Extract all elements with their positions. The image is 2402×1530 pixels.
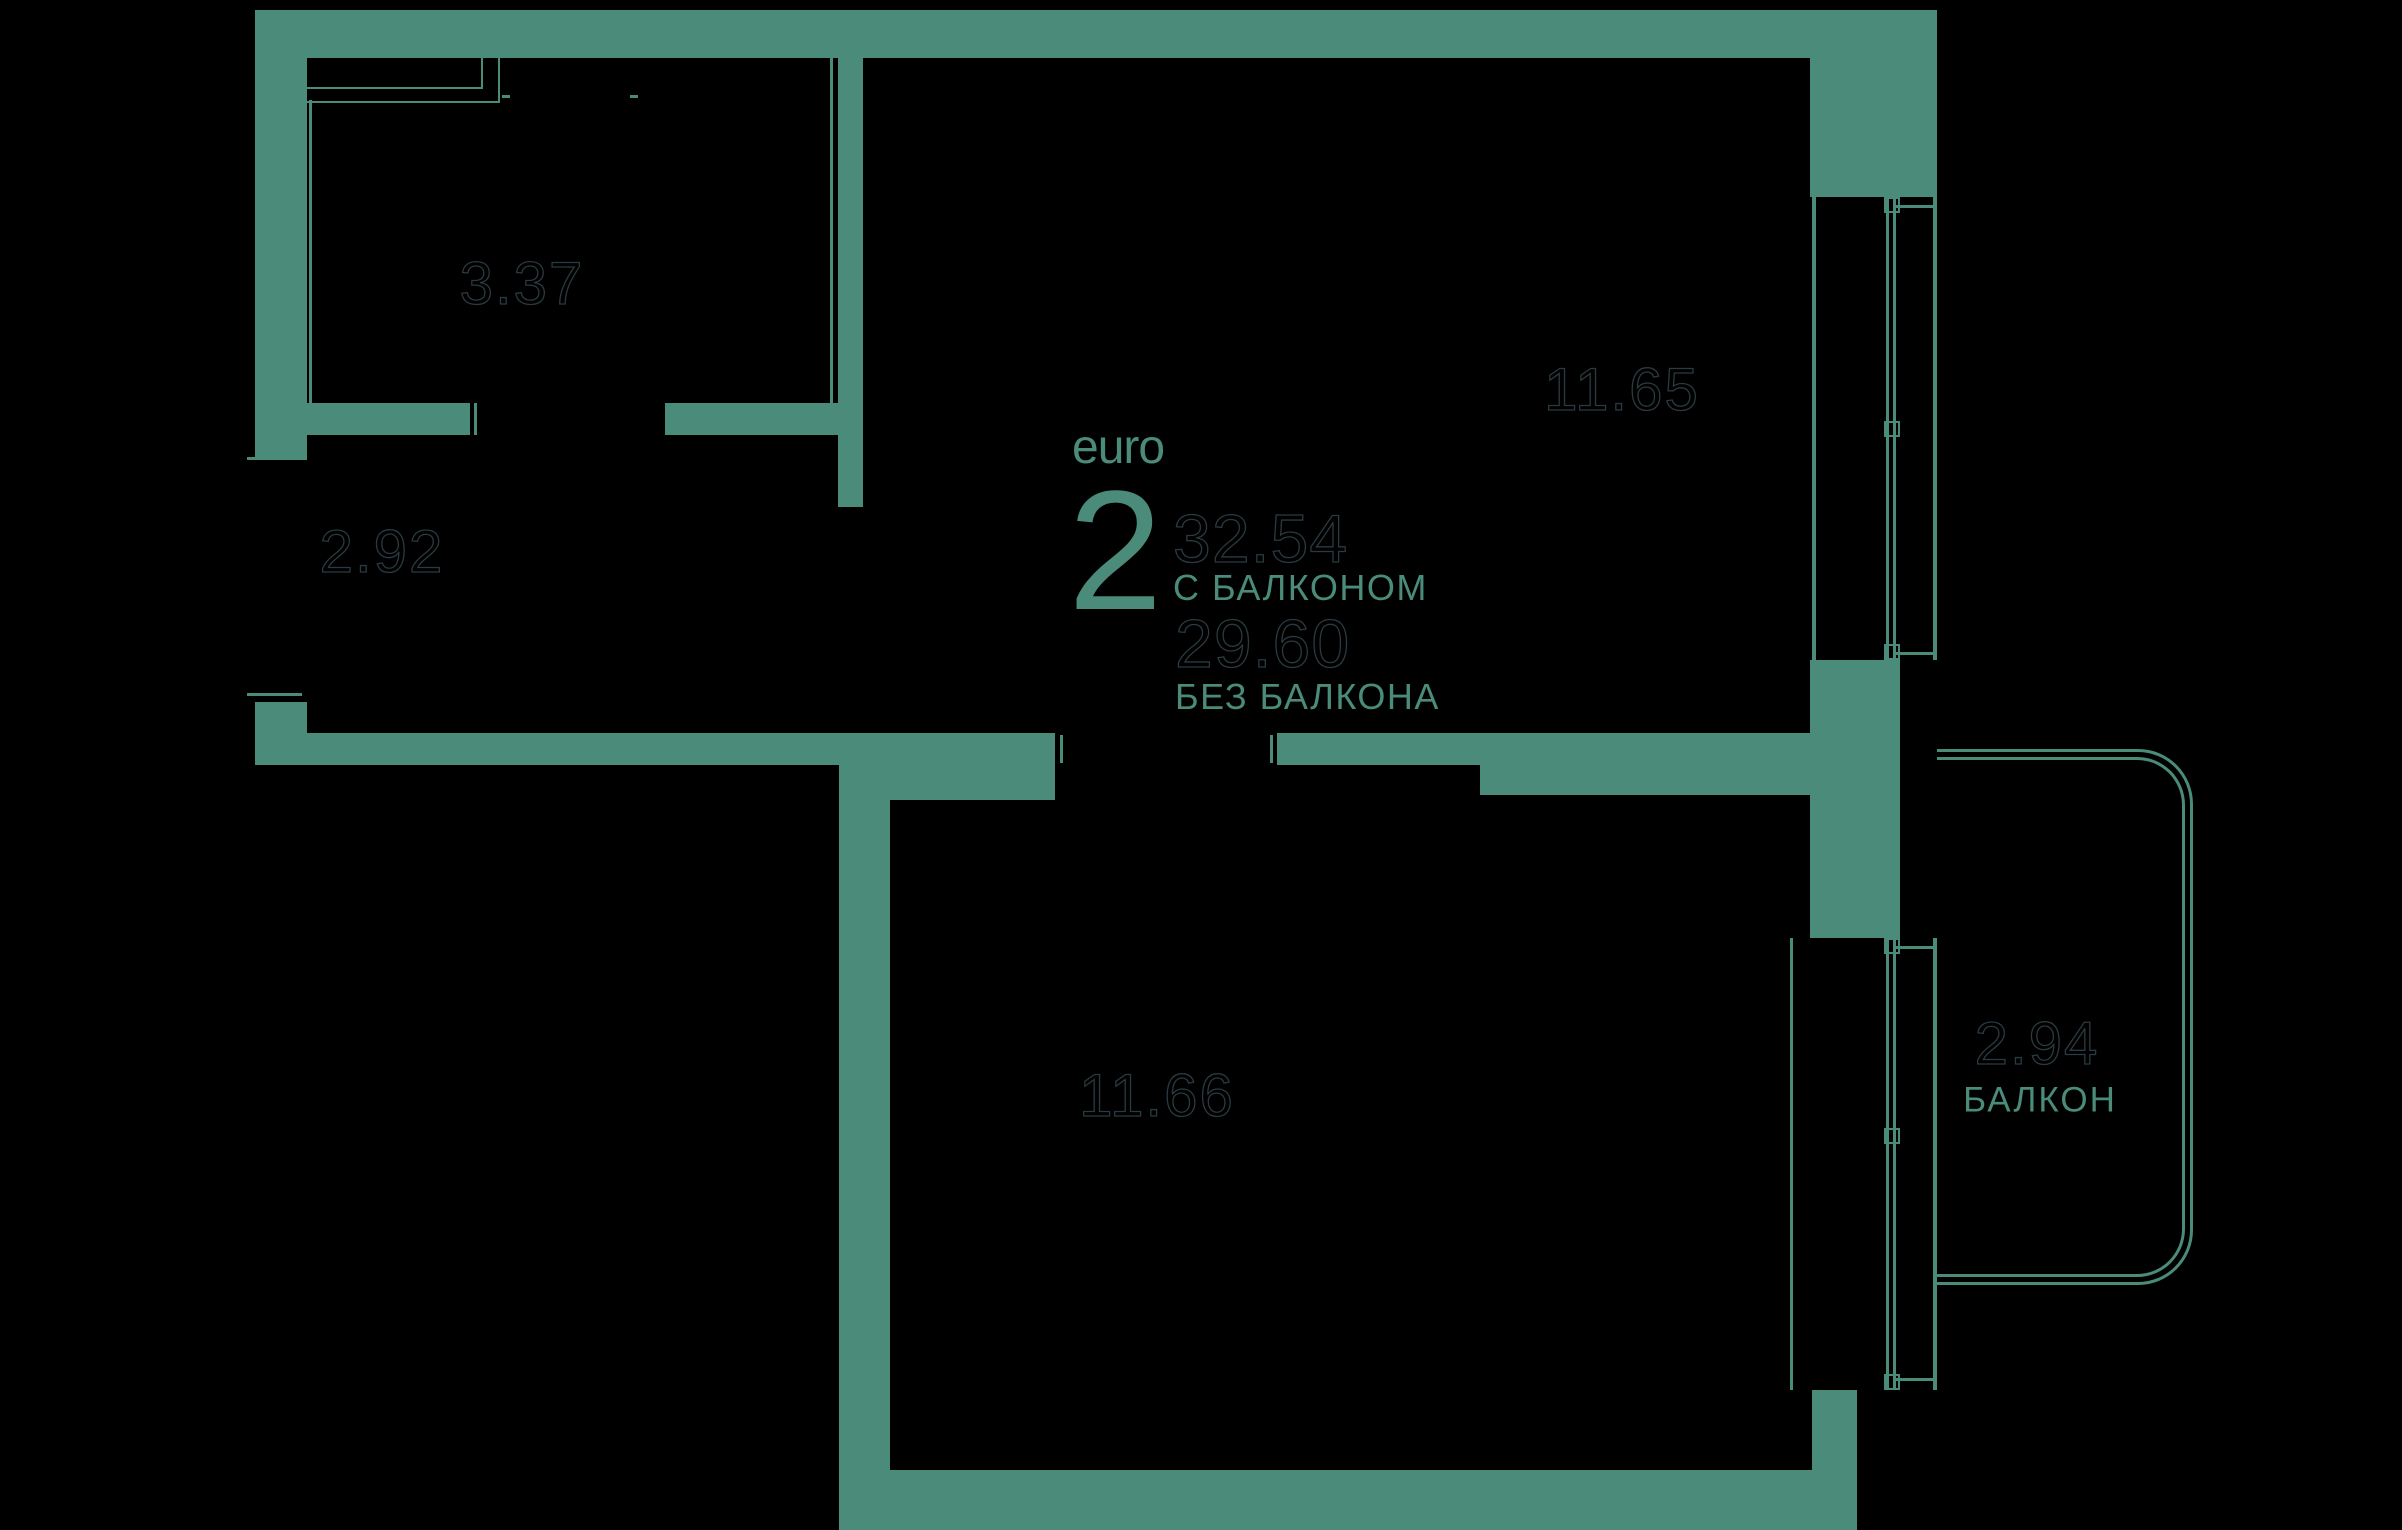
balcony-label: БАЛКОН xyxy=(1963,1080,2117,1120)
wall-mid-right-thick xyxy=(1480,733,1810,795)
door-tick-mid-right xyxy=(1270,735,1273,763)
window-b-sill-top xyxy=(1896,946,1933,949)
balcony-railing-outer xyxy=(1937,749,2193,1285)
window-b-box-bottom xyxy=(1884,1374,1900,1390)
wall-mid-block xyxy=(860,733,1055,800)
wall-center-vertical xyxy=(838,10,863,507)
room-area-2-92: 2.92 xyxy=(319,518,445,585)
face-line-room-337-left xyxy=(309,100,312,403)
window-a-glazing-2 xyxy=(1893,197,1896,660)
wall-hall-bottom xyxy=(255,733,860,765)
entry-opening-tick-bottom xyxy=(247,693,302,696)
wall-pier-mid-right xyxy=(1810,660,1900,938)
wall-top xyxy=(255,10,1810,58)
wall-mid-right xyxy=(1277,733,1480,765)
window-b-glazing-2 xyxy=(1893,938,1896,1390)
plan-type-label: euro xyxy=(1072,421,1165,474)
room-area-3-37: 3.37 xyxy=(459,250,585,317)
area-with-balcony: 32.54 xyxy=(1172,501,1349,577)
rooms-count: 2 xyxy=(1068,456,1163,646)
area-without-balcony: 29.60 xyxy=(1174,606,1351,682)
window-a-sill-top xyxy=(1896,205,1933,208)
window-a-outer-line xyxy=(1933,197,1937,660)
door-tick-room-337 xyxy=(474,403,477,435)
window-a-box-mid xyxy=(1884,421,1900,437)
wall-pier-top-right xyxy=(1810,10,1937,197)
balcony-area-2-94: 2.94 xyxy=(1974,1010,2100,1077)
window-b-sill-bottom xyxy=(1896,1378,1933,1381)
wall-room-337-bottom-right xyxy=(665,403,838,435)
room-area-11-65: 11.65 xyxy=(1543,356,1700,423)
wardrobe-dash-left xyxy=(502,95,510,98)
wall-room-1166-left xyxy=(839,733,890,1530)
face-line-center-wall xyxy=(830,58,833,403)
window-b-box-mid xyxy=(1884,1128,1900,1144)
wall-pier-bottom-right xyxy=(1812,1390,1857,1530)
door-tick-mid-left xyxy=(1060,735,1063,763)
window-a-glazing-1 xyxy=(1886,197,1889,660)
wall-bottom xyxy=(839,1470,1857,1530)
with-balcony-label: С БАЛКОНОМ xyxy=(1173,567,1428,608)
window-a-sill-bottom xyxy=(1896,652,1933,655)
window-b-inner-face-line xyxy=(1790,938,1793,1390)
wardrobe-outline-outer xyxy=(305,58,500,103)
wall-left xyxy=(255,10,307,460)
window-b-glazing-1 xyxy=(1886,938,1889,1390)
entry-opening-tick-top xyxy=(247,457,302,460)
room-area-11-66: 11.66 xyxy=(1078,1062,1235,1129)
without-balcony-label: БЕЗ БАЛКОНА xyxy=(1175,676,1440,717)
wardrobe-dash-right xyxy=(630,95,638,98)
wall-room-337-bottom-left xyxy=(307,403,470,435)
balcony-railing-inner xyxy=(1937,757,2185,1277)
window-a-inner-line xyxy=(1812,197,1816,660)
window-b-outer-line xyxy=(1933,938,1937,1390)
